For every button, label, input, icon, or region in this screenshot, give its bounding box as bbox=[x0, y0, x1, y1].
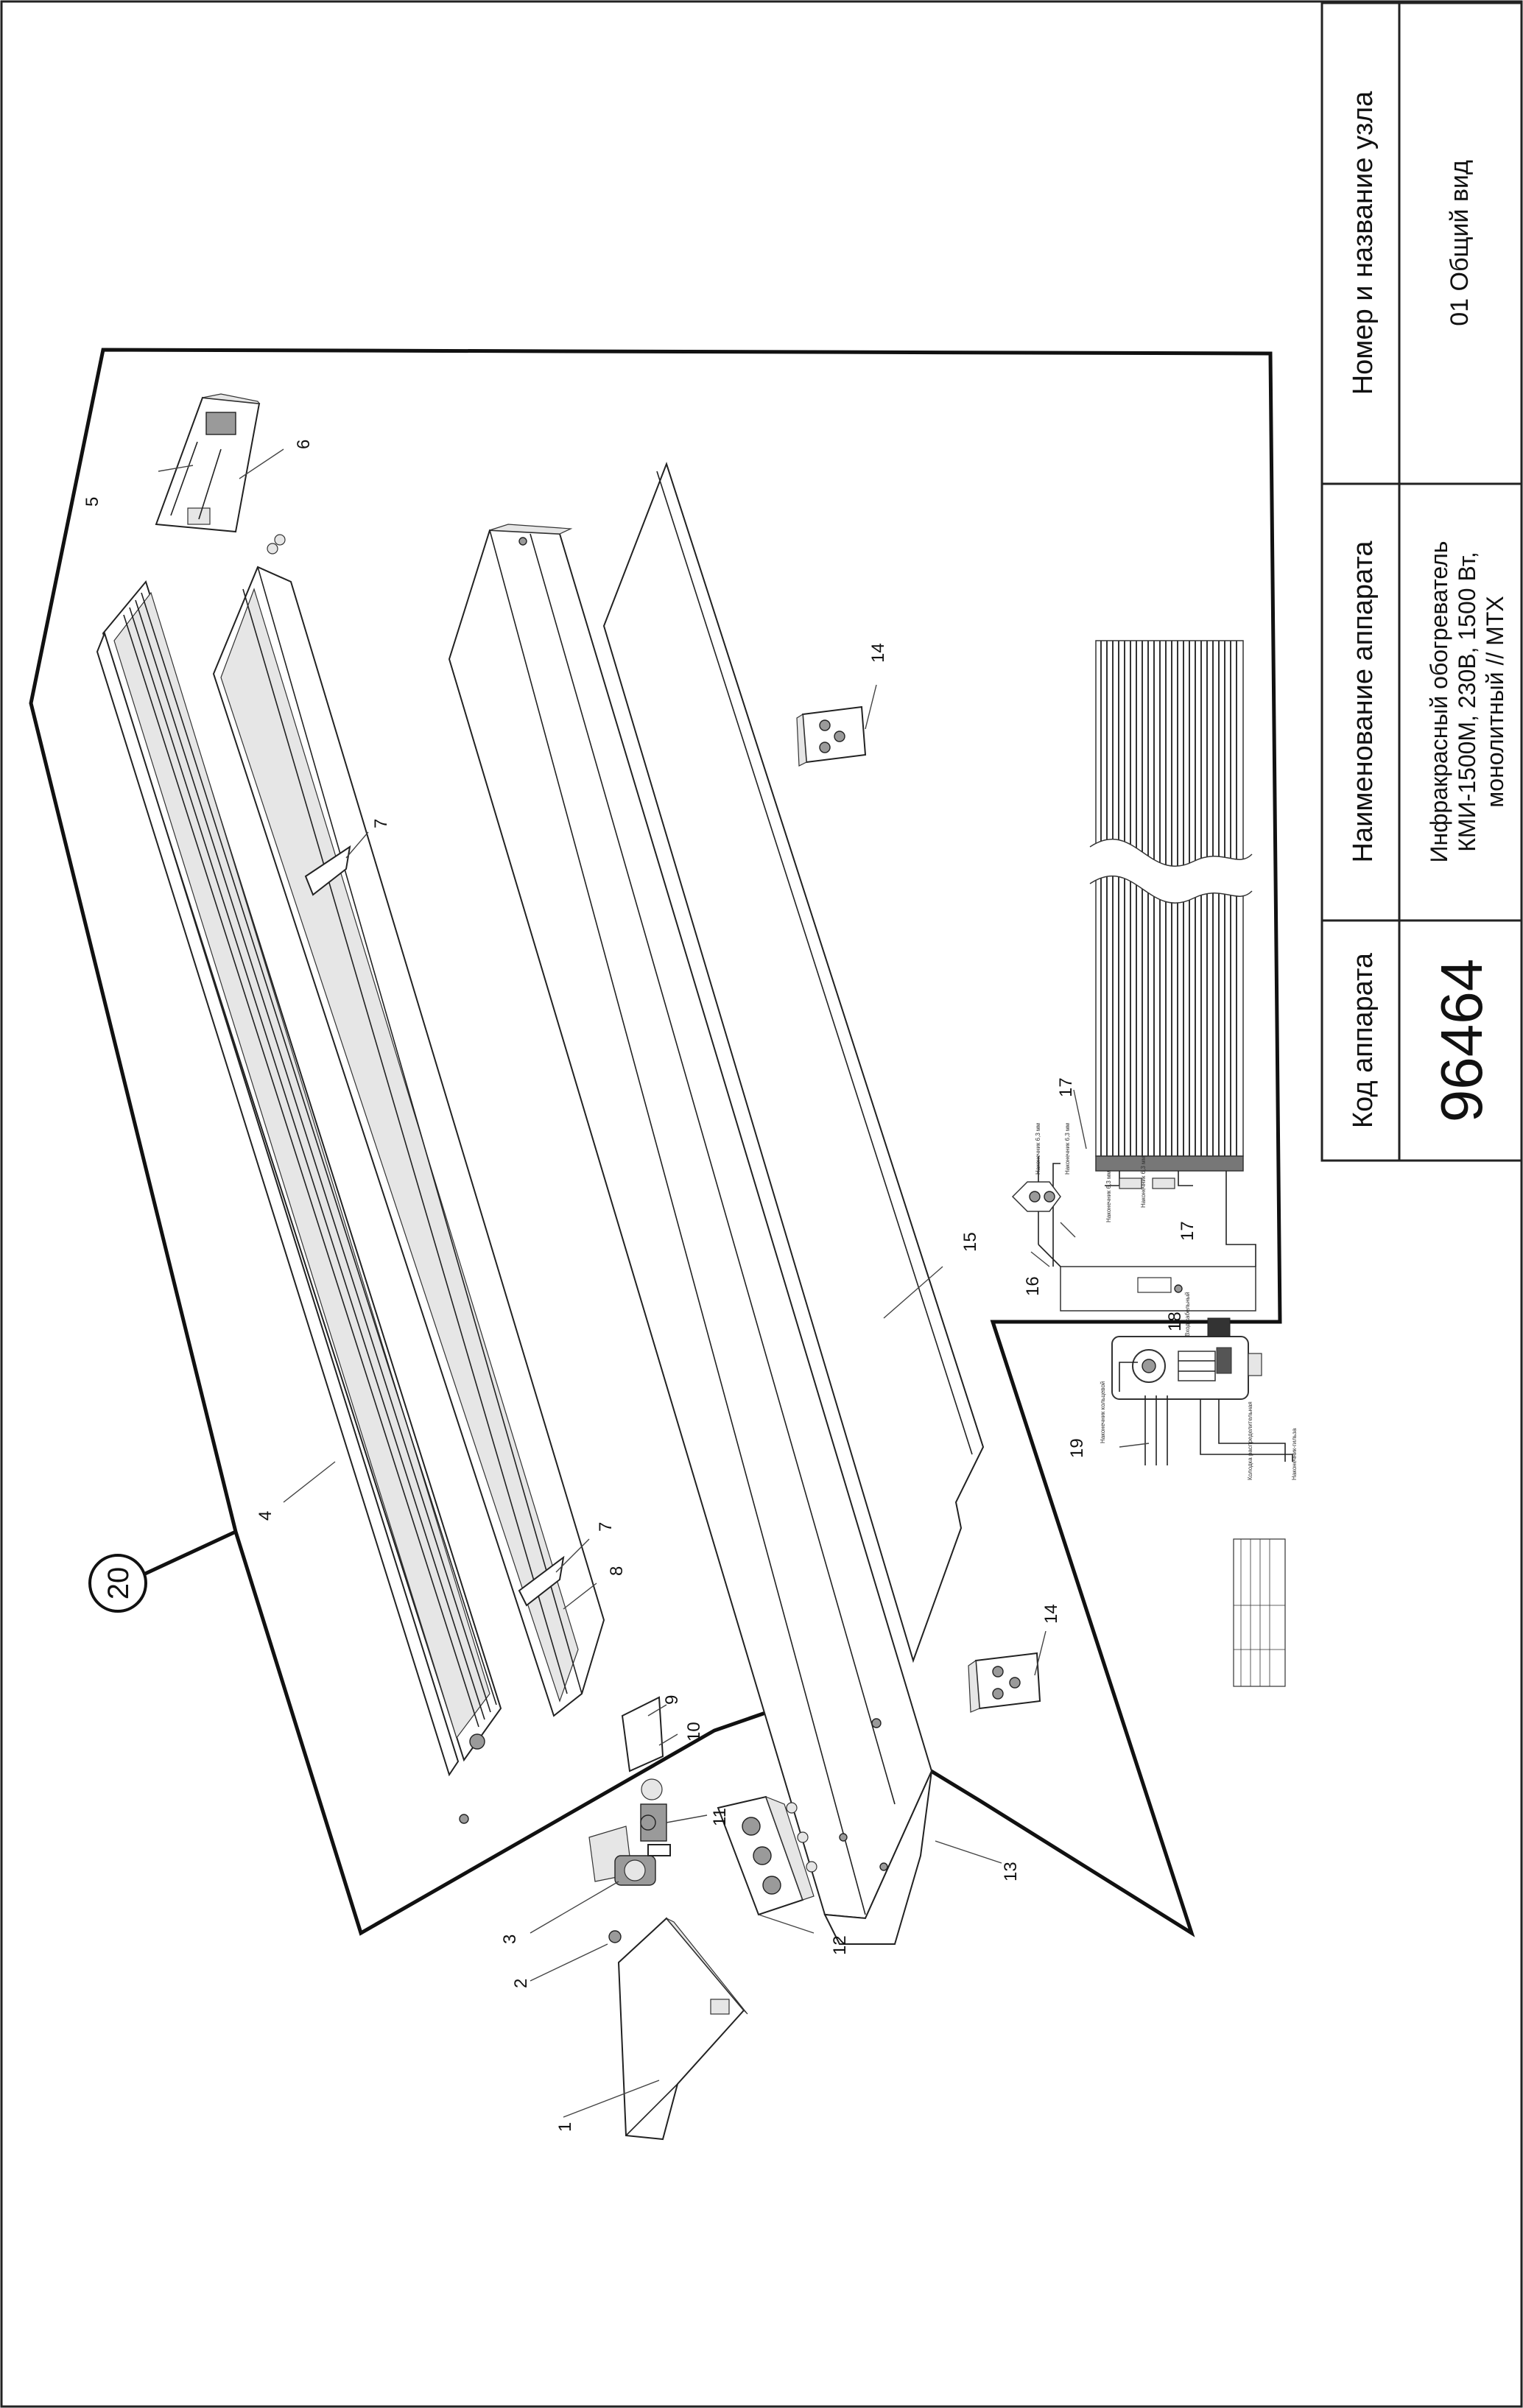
callout-17a: 17 bbox=[1056, 1077, 1076, 1097]
wiring-diagram bbox=[1011, 1156, 1293, 1465]
wiring-label-2: Наконечник 6,3 мм bbox=[1064, 1123, 1071, 1175]
screw-part-2 bbox=[608, 1930, 622, 1943]
callout-2: 2 bbox=[511, 1979, 531, 1988]
wiring-label-1: Наконечник 6,3 мм bbox=[1035, 1123, 1041, 1175]
group-marker-leader bbox=[142, 1529, 237, 1577]
code-header: Код аппарата bbox=[1348, 952, 1379, 1128]
name-header: Наименование аппарата bbox=[1348, 541, 1379, 863]
callout-7b: 7 bbox=[596, 1522, 616, 1532]
callout-4: 4 bbox=[256, 1511, 275, 1521]
wiring-label-3: Наконечник 6,3 мм bbox=[1105, 1171, 1112, 1222]
node-header: Номер и название узла bbox=[1348, 91, 1379, 395]
screw-top bbox=[267, 543, 278, 555]
callout-14b: 14 bbox=[1041, 1604, 1061, 1624]
group-marker-circle bbox=[88, 1554, 147, 1613]
radiator-profile bbox=[96, 580, 502, 1824]
callout-13: 13 bbox=[1001, 1862, 1021, 1881]
callout-17b: 17 bbox=[1178, 1221, 1197, 1241]
wiring-label-6: Вход кабельный bbox=[1184, 1292, 1191, 1337]
name-line-2: КМИ-1500М, 230В, 1500 Вт, bbox=[1454, 552, 1480, 851]
callout-15: 15 bbox=[960, 1232, 980, 1252]
end-cover bbox=[617, 1917, 748, 2141]
group-marker-number: 20 bbox=[102, 1567, 135, 1600]
cable-legend-table bbox=[1233, 1538, 1286, 1687]
heating-element bbox=[1089, 640, 1253, 1172]
node-value: 01 Общий вид bbox=[1446, 160, 1474, 326]
wiring-label-4: Наконечник 6,3 мм bbox=[1140, 1156, 1147, 1208]
terminal-block bbox=[717, 1795, 817, 1916]
wiring-label-8: Наконечник-гильза bbox=[1291, 1428, 1298, 1480]
mounting-bracket-lower bbox=[968, 1652, 1041, 1713]
callout-9: 9 bbox=[662, 1695, 682, 1705]
code-value: 96464 bbox=[1429, 959, 1494, 1122]
callout-14a: 14 bbox=[868, 643, 888, 663]
title-block: Код аппарата 96464 Наименование аппарата… bbox=[1320, 1, 1523, 1162]
callout-10: 10 bbox=[684, 1722, 704, 1742]
mounting-bracket-upper bbox=[796, 705, 867, 767]
callout-7a: 7 bbox=[371, 819, 391, 828]
name-line-1: Инфракрасный обогреватель bbox=[1426, 541, 1452, 863]
wiring-label-5: Наконечник кольцевой bbox=[1100, 1381, 1106, 1443]
callout-11: 11 bbox=[710, 1808, 730, 1826]
callout-8: 8 bbox=[607, 1566, 627, 1576]
end-bracket-assembly bbox=[588, 1696, 667, 1882]
name-line-3: монолитный // МТХ bbox=[1482, 596, 1508, 807]
callout-3: 3 bbox=[500, 1935, 520, 1944]
callout-19: 19 bbox=[1067, 1438, 1087, 1458]
wiring-label-7: Колодка распределительная bbox=[1247, 1401, 1253, 1480]
callout-12: 12 bbox=[830, 1935, 850, 1955]
screw-top-2 bbox=[274, 534, 286, 546]
end-cap-bracket-top bbox=[155, 393, 261, 533]
callout-16: 16 bbox=[1023, 1276, 1043, 1296]
thermostat bbox=[614, 1844, 671, 1886]
main-housing bbox=[448, 524, 933, 1945]
callout-18: 18 bbox=[1165, 1312, 1185, 1331]
callout-6: 6 bbox=[294, 440, 314, 449]
reflector-channel bbox=[212, 566, 605, 1717]
callout-1: 1 bbox=[555, 2122, 575, 2132]
callout-5: 5 bbox=[82, 497, 102, 507]
front-panel-plate bbox=[602, 462, 985, 1664]
